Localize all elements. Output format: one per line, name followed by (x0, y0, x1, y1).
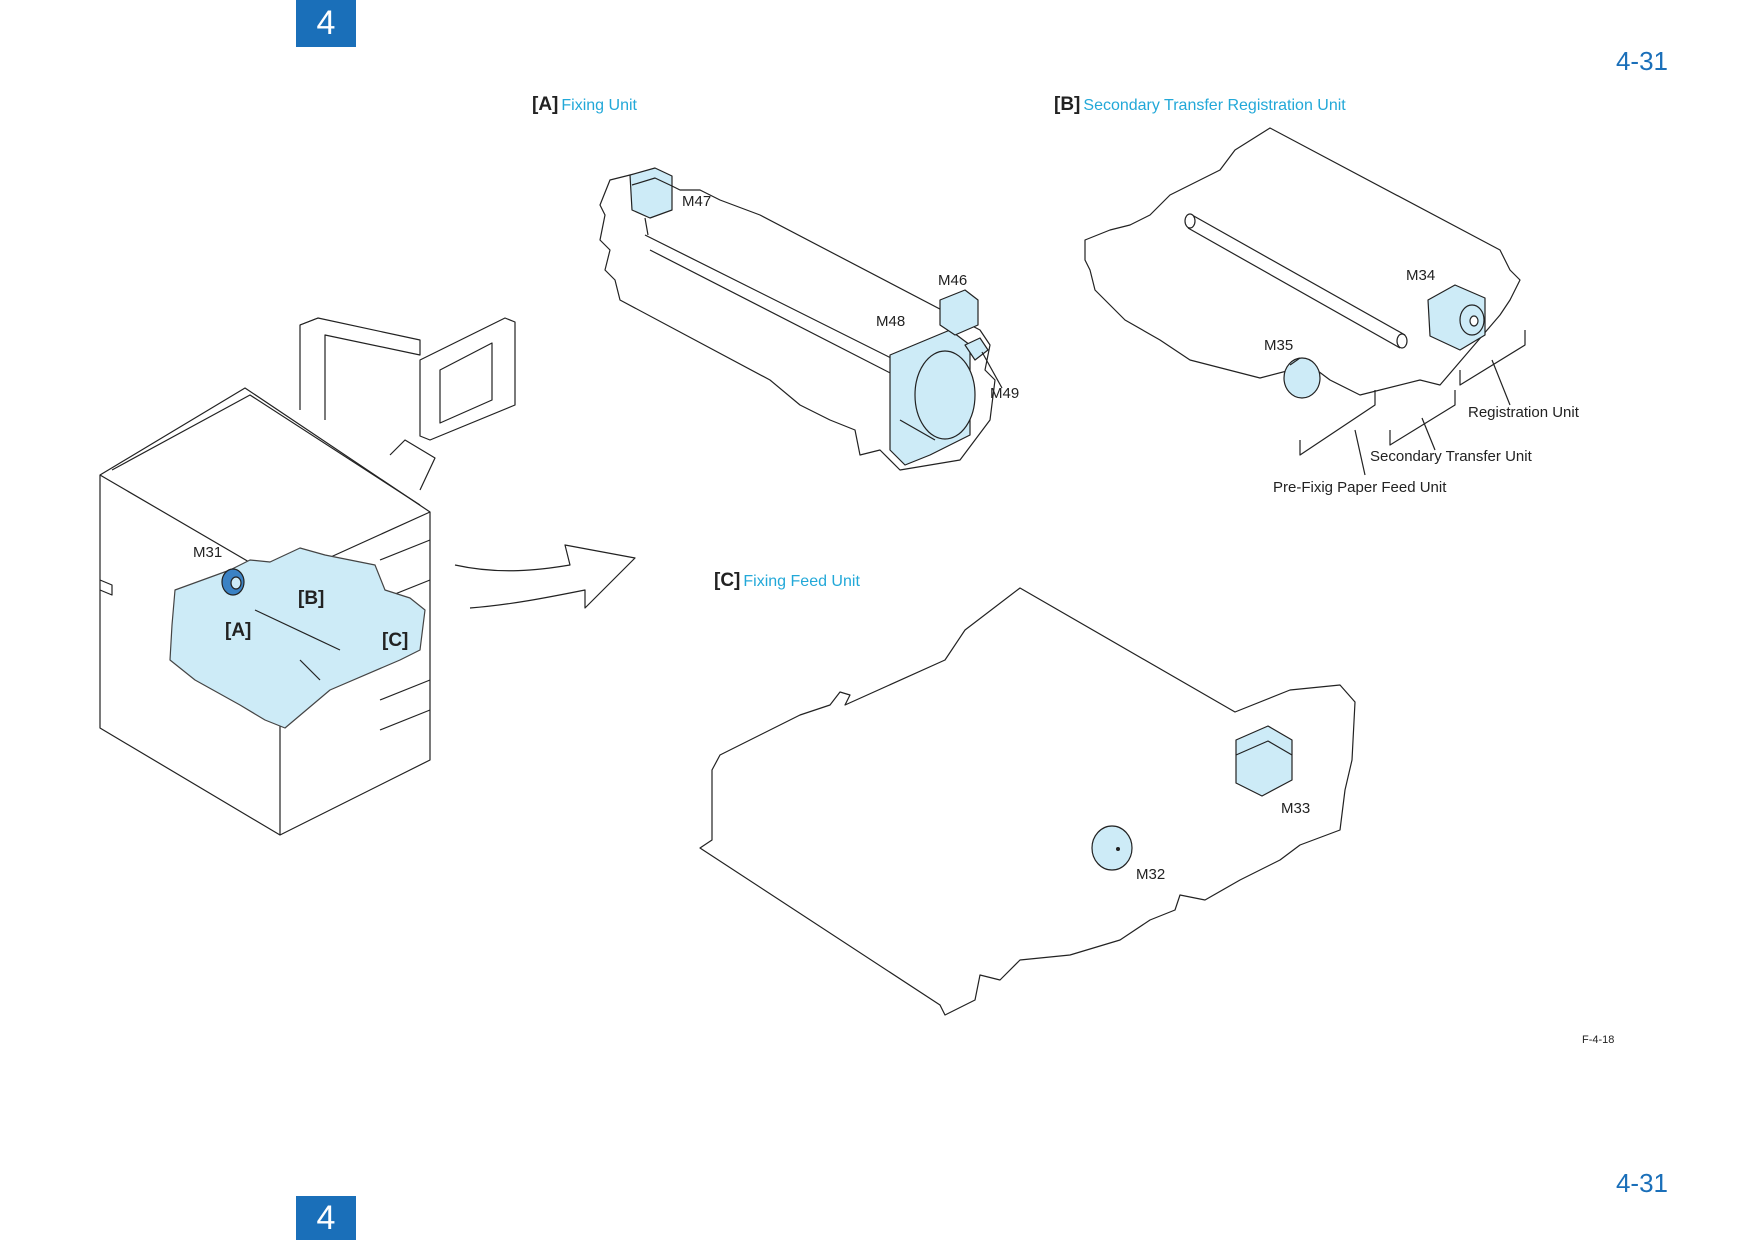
m47-label: M47 (682, 193, 712, 210)
m35-label: M35 (1264, 337, 1294, 354)
m49-label: M49 (990, 385, 1020, 402)
section-b-heading: [B]Secondary Transfer Registration Unit (1054, 94, 1346, 116)
chapter-tab-top: 4 (296, 0, 356, 47)
registration-unit-label: Registration Unit (1468, 404, 1579, 421)
section-c-heading: [C]Fixing Feed Unit (714, 570, 860, 592)
m46-label: M46 (938, 272, 968, 289)
secondary-transfer-unit-label: Secondary Transfer Unit (1370, 448, 1532, 465)
figure-id: F-4-18 (1582, 1034, 1615, 1046)
overview-arrow (454, 544, 636, 609)
overview-callout-b: [B] (298, 588, 325, 609)
section-a-heading: [A]Fixing Unit (532, 94, 637, 116)
section-a-title: Fixing Unit (561, 97, 637, 114)
chapter-tab-bottom: 4 (296, 1196, 356, 1240)
secondary-transfer-unit-drawing (1084, 127, 1526, 476)
m31-label: M31 (193, 544, 223, 561)
section-c-title: Fixing Feed Unit (743, 573, 860, 590)
m31-motor-drawing (221, 568, 245, 596)
overview-callout-a: [A] (225, 620, 252, 641)
fixing-unit-drawing (599, 167, 1003, 471)
m48-label: M48 (876, 313, 906, 330)
section-a-tag: [A] (532, 94, 559, 115)
m33-label: M33 (1281, 800, 1311, 817)
m32-label: M32 (1136, 866, 1166, 883)
page-number-bottom: 4-31 (1615, 1168, 1668, 1198)
fixing-feed-unit-drawing (699, 587, 1356, 1016)
m34-label: M34 (1406, 267, 1436, 284)
section-b-tag: [B] (1054, 94, 1081, 115)
page-number-top: 4-31 (1615, 46, 1668, 76)
section-c-tag: [C] (714, 570, 741, 591)
pre-fixing-paper-feed-unit-label: Pre-Fixig Paper Feed Unit (1273, 479, 1447, 496)
section-b-title: Secondary Transfer Registration Unit (1083, 97, 1346, 114)
overview-callout-c: [C] (382, 630, 409, 651)
